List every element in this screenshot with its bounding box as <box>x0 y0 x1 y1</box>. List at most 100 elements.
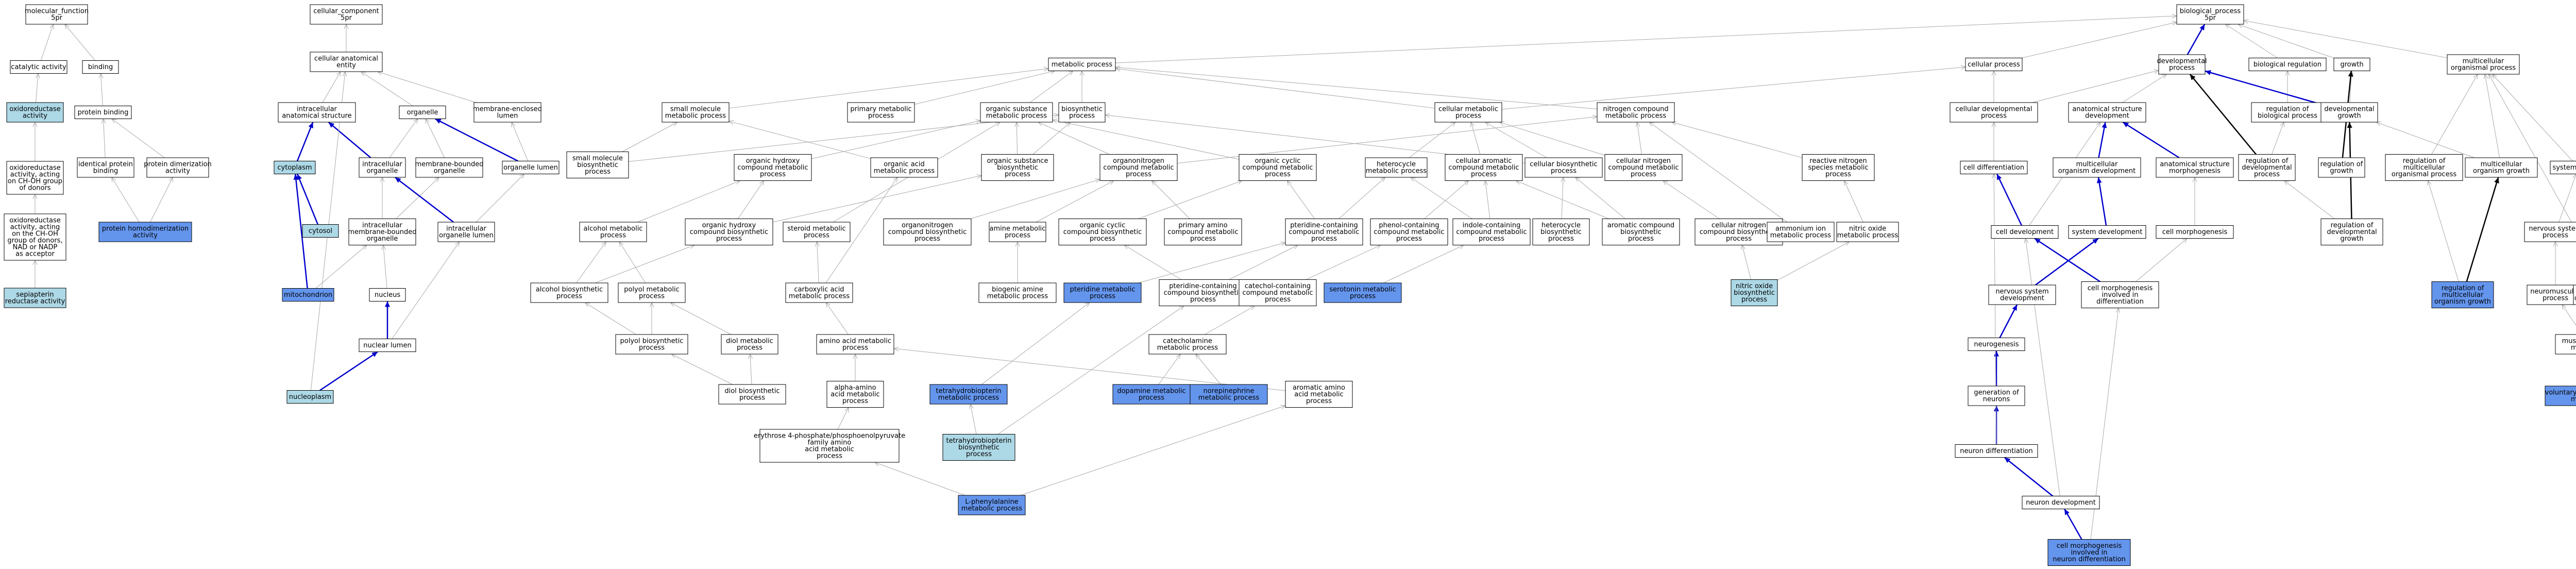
term-label-line: diol biosynthetic <box>724 388 779 395</box>
edge-intraorg-to-intra <box>328 122 371 158</box>
edge-amine-to-organonit <box>1036 181 1114 223</box>
edge-nervdev-to-sysdev <box>2035 238 2099 286</box>
term-label-line: biogenic amine <box>992 286 1043 294</box>
go-term-neurondiff: neuron differentiation <box>1955 444 2038 458</box>
term-label-line: compound metabolic <box>1289 228 1359 236</box>
edge-morphdiff-to-cellmorph <box>2135 239 2187 282</box>
term-label-line: cellular metabolic <box>1438 106 1498 113</box>
edge-regmultigrowth-to-regmultiproc <box>2428 181 2459 282</box>
term-label-line: metabolic process <box>1366 168 1427 175</box>
edge-intramemb-to-membbound <box>396 177 439 219</box>
term-label-line: ammonium ion <box>1775 225 1826 233</box>
term-label-line: process <box>585 168 611 176</box>
term-label-line: activity, acting <box>10 171 60 179</box>
edge-nuclumen-to-intralumen <box>392 242 460 339</box>
go-term-metab: metabolic process <box>1048 58 1116 71</box>
term-label-line: molecular_function <box>25 8 89 15</box>
term-label-line: binding <box>93 168 118 175</box>
term-box <box>286 390 334 404</box>
term-label-line: on CH-OH group <box>8 178 62 186</box>
edge-muscskel-to-neuromusc <box>2562 305 2576 326</box>
go-term-cytosol: cytosol <box>302 224 339 238</box>
go-term-celldev: cell development <box>1991 225 2059 239</box>
edge-catecholamine-to-catechol <box>1205 306 1255 335</box>
term-label-line: anatomical structure <box>2072 106 2142 113</box>
edge-oxred-to-cat <box>36 74 38 103</box>
term-label-line: process <box>2543 295 2568 303</box>
edge-nitricbio-to-cellnitbio <box>1742 245 1752 280</box>
term-box <box>25 4 88 25</box>
term-label-line: growth <box>2340 235 2363 243</box>
go-term-growth: growth <box>2333 58 2370 71</box>
term-label-line: regulation of <box>2442 284 2484 292</box>
term-label-line: organic cyclic <box>1080 222 1126 229</box>
edge-smallbio-to-biosyn <box>628 115 1059 162</box>
term-label-line: growth <box>2340 61 2363 69</box>
term-label-line: multicellular <box>2442 291 2484 299</box>
edge-binding-to-mf <box>65 24 95 61</box>
term-box <box>1960 161 2028 174</box>
edge-anatdev-to-devproc <box>2122 74 2167 103</box>
edge-nucleoplasm-to-nuclumen <box>319 351 378 391</box>
term-label-line: acid metabolic <box>1294 391 1343 398</box>
term-label-line: process <box>1190 296 1216 304</box>
term-label-line: organonitrogen <box>1113 157 1164 165</box>
term-label-line: 5pr <box>2205 14 2216 22</box>
term-label-line: nitric oxide <box>1849 225 1886 233</box>
term-label-line: polyol metabolic <box>624 286 680 294</box>
term-label-line: morphogenesis <box>2169 168 2221 175</box>
term-label-line: nucleus <box>375 291 400 299</box>
edge-orgsubbio-to-orgsub <box>1016 122 1017 155</box>
edge-primamine-to-organonit <box>1152 181 1190 219</box>
term-label-line: cell development <box>1996 228 2054 236</box>
term-label-line: intracellular <box>297 106 337 113</box>
go-term-erythrose: erythrose 4-phosphate/phosphoenolpyruvat… <box>754 429 905 463</box>
term-box <box>2248 58 2327 71</box>
term-label-line: reductase activity <box>5 298 65 306</box>
edge-diolbio-to-diol <box>750 354 752 385</box>
edge-regdev-to-devproc <box>2189 74 2257 155</box>
term-box <box>785 282 853 303</box>
edge-sysproc-to-multiorg <box>2493 74 2573 161</box>
term-label-line: system process <box>2552 164 2576 172</box>
go-term-cellmorph: cell morphogenesis <box>2156 225 2234 239</box>
term-label-line: compound metabolic <box>1242 164 1313 172</box>
go-term-sysdev: system development <box>2068 225 2146 239</box>
term-box <box>2022 496 2100 509</box>
term-label-line: process <box>1069 112 1095 120</box>
term-box <box>2176 4 2244 25</box>
term-box <box>2081 281 2159 308</box>
edge-orghydbio-to-orgsubbio <box>772 176 981 223</box>
edge-nucleus-to-intramemb <box>383 245 387 289</box>
term-label-line: catecholamine <box>1163 338 1212 345</box>
term-box <box>1324 282 1402 303</box>
edge-cat-to-mf <box>40 24 53 61</box>
term-box <box>662 102 730 123</box>
term-box <box>1285 381 1353 408</box>
term-label-line: small molecule <box>572 155 623 162</box>
edge-protdim-to-protbind <box>112 119 165 158</box>
term-label-line: cell differentiation <box>1963 164 2024 172</box>
edge-carbox-to-orgacid <box>825 177 897 283</box>
term-label-line: protein binding <box>78 109 129 116</box>
term-label-line: growth <box>2330 168 2353 175</box>
term-label-line: cellular nitrogen <box>1616 157 1671 165</box>
term-label-line: serotonin metabolic <box>1329 286 1396 294</box>
term-label-line: acid metabolic <box>831 391 879 398</box>
edge-pterbio-to-orgcycbio <box>1124 245 1182 280</box>
term-label-line: cellular biosynthetic <box>1530 161 1597 169</box>
term-label-line: pteridine metabolic <box>1070 286 1136 294</box>
term-label-line: developmental <box>2327 228 2377 236</box>
